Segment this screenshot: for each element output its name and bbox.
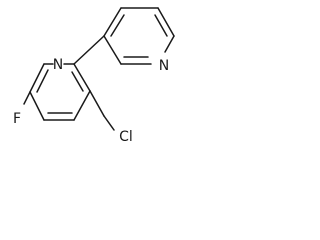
structure-canvas: N N F Cl (0, 0, 224, 152)
bond-r1-r2 (103, 7, 122, 37)
bond-r6-r1 (103, 35, 122, 65)
atom-label-n-right: N (159, 58, 169, 74)
bond-c1-c2 (73, 63, 91, 92)
right-pyridine-ring (103, 7, 175, 65)
double-bond-c1-c2 (71, 71, 84, 92)
double-bond-r1-r2 (110, 14, 125, 37)
left-pyridine-ring (29, 63, 91, 121)
atom-label-f: F (13, 111, 21, 127)
atom-label-cl: Cl (119, 129, 133, 145)
bond-c4-c5 (29, 91, 45, 121)
bond-c4-f (23, 91, 31, 105)
bond-r4-n-right (164, 35, 175, 53)
double-bond-c5-c6 (36, 69, 49, 93)
atom-label-n-left: N (53, 57, 63, 73)
bond-r3-r4 (157, 7, 175, 37)
bond-biaryl (73, 35, 105, 65)
bond-c5-c6 (29, 63, 45, 93)
bond-c2-ch2 (89, 90, 105, 117)
bond-c2-c3 (73, 90, 91, 121)
double-bond-r3-r4 (154, 14, 168, 37)
molecule-drawing: N N F Cl (13, 7, 175, 145)
bond-ch2-cl (103, 115, 115, 131)
